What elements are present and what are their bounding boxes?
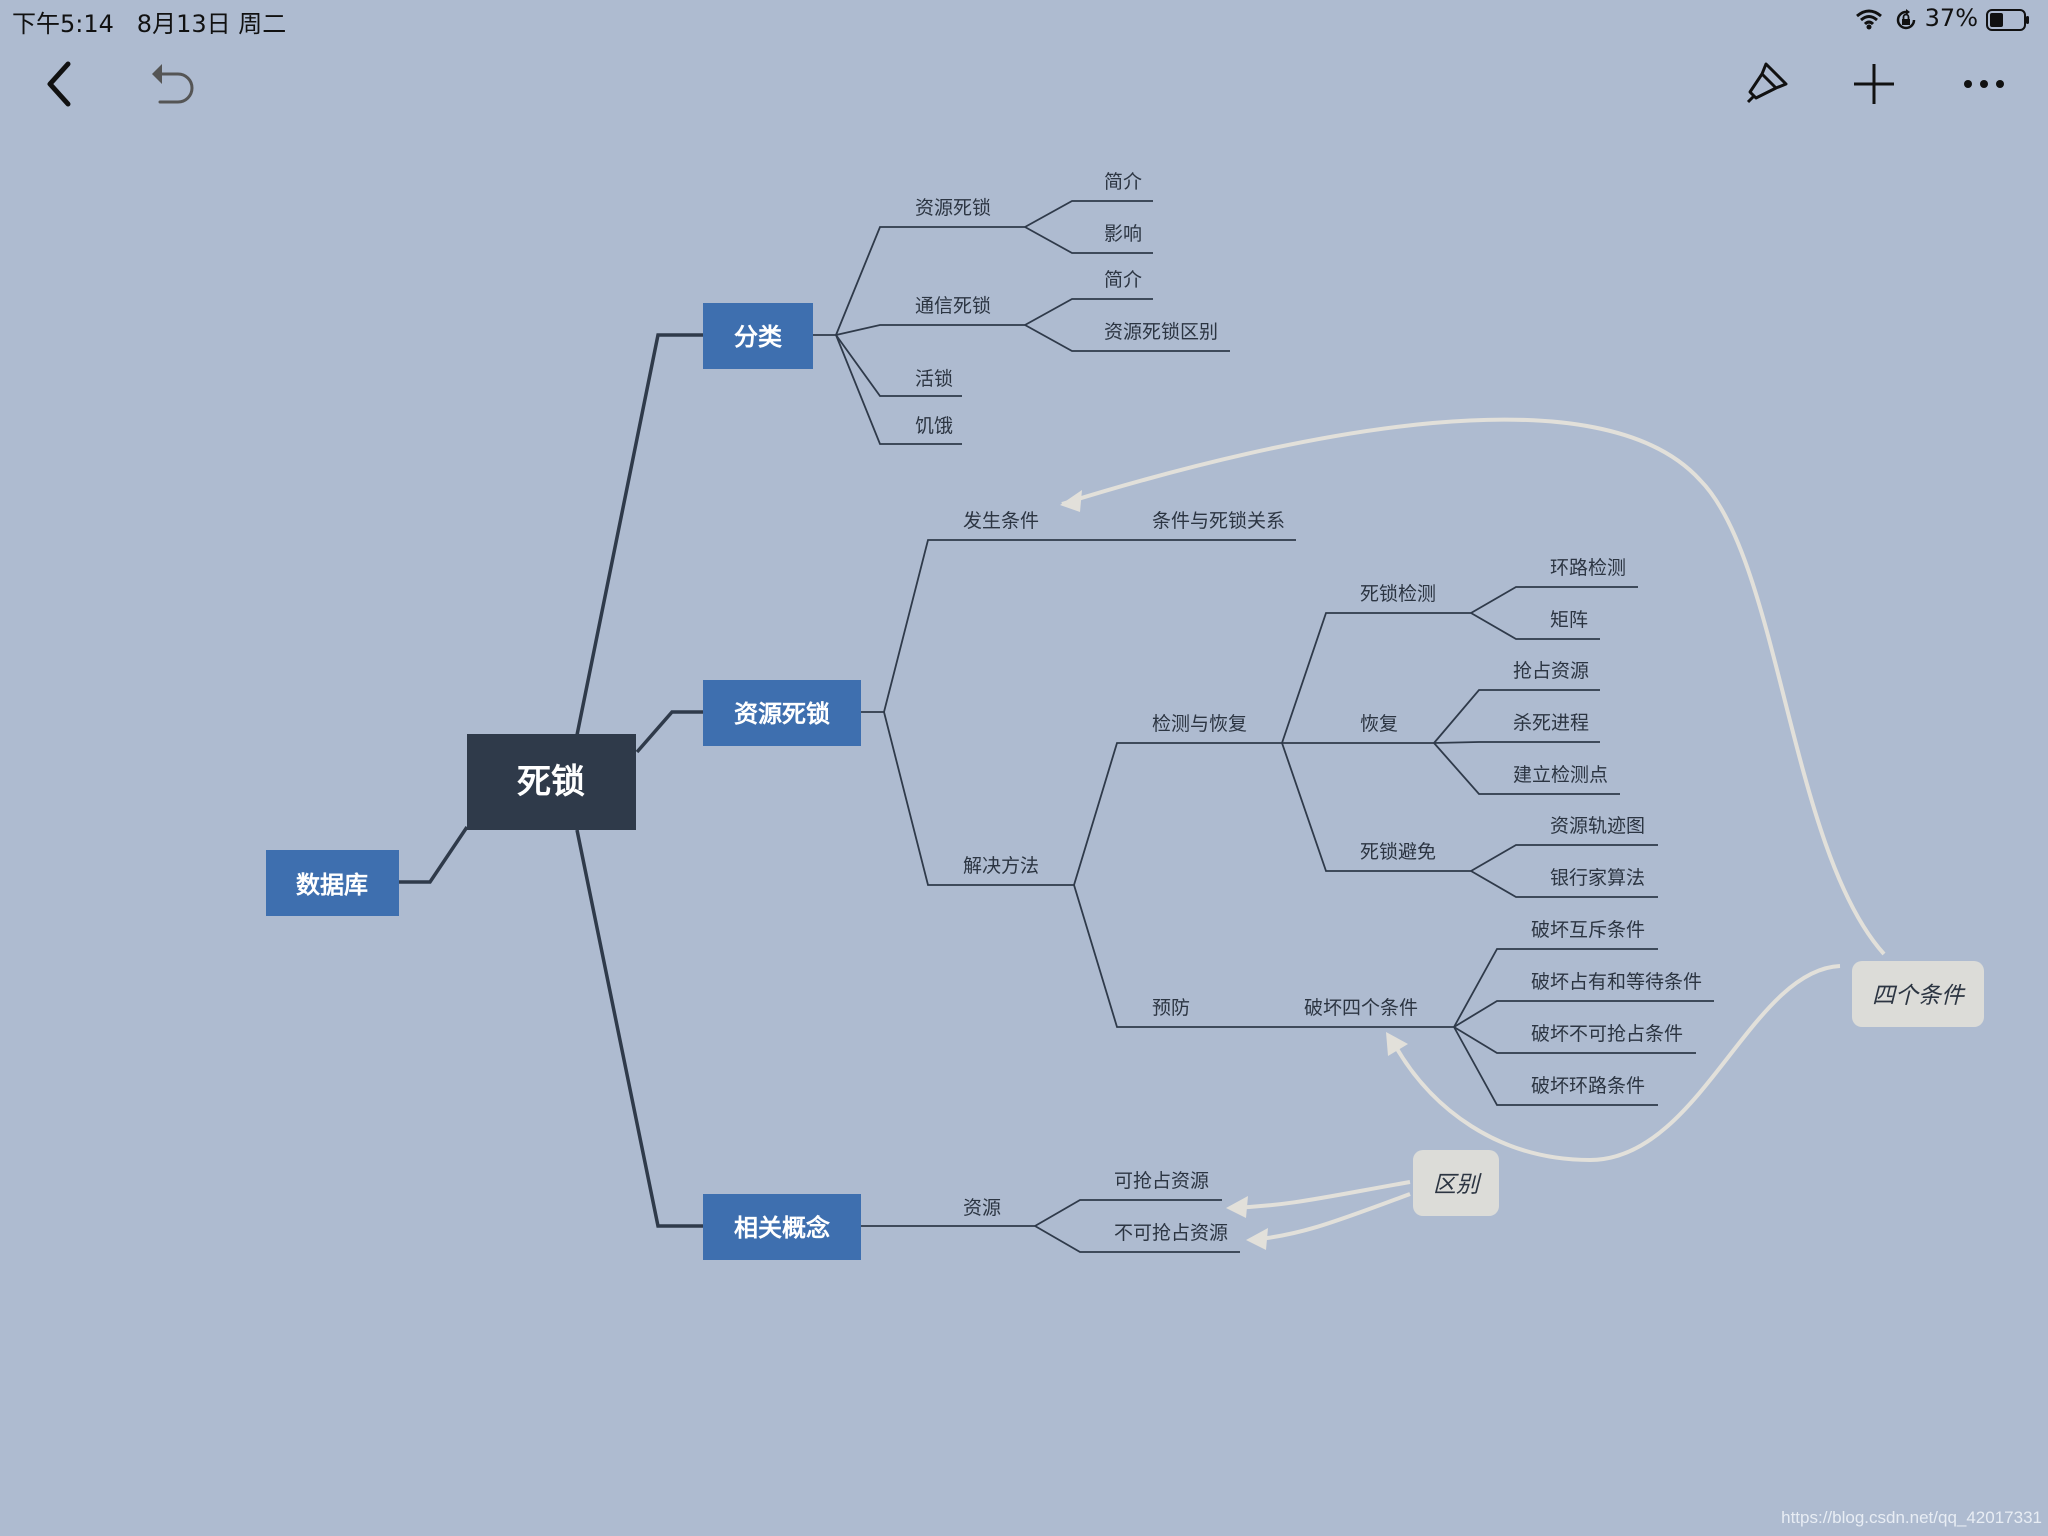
- undo-icon: [152, 64, 194, 104]
- topic-kill-process[interactable]: 杀死进程: [1513, 712, 1589, 734]
- topic-bankers-algorithm[interactable]: 银行家算法: [1550, 867, 1645, 889]
- callout-four-conditions-label: 四个条件: [1872, 983, 1966, 1009]
- topic-matrix[interactable]: 矩阵: [1550, 609, 1588, 631]
- brush-icon: [1746, 62, 1788, 104]
- topic-conditions-relation[interactable]: 条件与死锁关系: [1152, 510, 1285, 532]
- topic-recovery[interactable]: 恢复: [1360, 713, 1398, 735]
- back-button[interactable]: [40, 60, 80, 110]
- topic-break-mutual-exclusion[interactable]: 破坏互斥条件: [1531, 919, 1645, 941]
- add-button[interactable]: [1852, 62, 1896, 106]
- ellipsis-icon: [1964, 80, 2004, 88]
- left-topic-box[interactable]: [266, 850, 399, 916]
- topic-prevention[interactable]: 预防: [1152, 997, 1190, 1019]
- status-time: 下午5:14: [12, 10, 114, 38]
- branch-classify-box[interactable]: [703, 303, 813, 369]
- root-topic-label: 死锁: [517, 762, 585, 802]
- topic-intro-1[interactable]: 简介: [1104, 171, 1142, 193]
- root-topic-box[interactable]: [467, 734, 636, 830]
- topic-deadlock-avoidance[interactable]: 死锁避免: [1360, 841, 1436, 863]
- topic-intro-2[interactable]: 简介: [1104, 269, 1142, 291]
- relation-curves: [1061, 417, 1886, 1242]
- more-button[interactable]: [1962, 72, 2006, 96]
- topic-impact[interactable]: 影响: [1104, 223, 1142, 245]
- relation-arrowheads: [1060, 490, 1408, 1250]
- topic-break-circular-wait[interactable]: 破坏环路条件: [1531, 1075, 1645, 1097]
- topic-solutions[interactable]: 解决方法: [963, 855, 1039, 877]
- battery-percent: 37%: [1924, 4, 1978, 32]
- topic-checkpoint[interactable]: 建立检测点: [1513, 764, 1608, 786]
- callout-difference-box[interactable]: [1413, 1150, 1499, 1216]
- topic-cycle-detection[interactable]: 环路检测: [1550, 557, 1626, 579]
- topic-break-no-preemption[interactable]: 破坏不可抢占条件: [1531, 1023, 1683, 1045]
- topic-conditions[interactable]: 发生条件: [963, 510, 1039, 532]
- topic-non-preemptable-resource[interactable]: 不可抢占资源: [1114, 1222, 1228, 1244]
- branch-resource-deadlock-label: 资源死锁: [734, 700, 830, 728]
- branch-related-concepts-label: 相关概念: [734, 1214, 830, 1242]
- topic-break-hold-and-wait[interactable]: 破坏占有和等待条件: [1531, 971, 1702, 993]
- branch-related-concepts-box[interactable]: [703, 1194, 861, 1260]
- root-connectors: [398, 333, 703, 1228]
- status-bar: 下午5:14 8月13日 周二 37%: [0, 0, 2048, 40]
- left-topic-label: 数据库: [296, 871, 368, 899]
- topic-preempt-resource[interactable]: 抢占资源: [1513, 660, 1589, 682]
- battery-icon: [1986, 9, 2029, 31]
- chevron-left-icon: [47, 61, 71, 107]
- topic-communication-deadlock[interactable]: 通信死锁: [915, 295, 991, 317]
- branch-classify-label: 分类: [734, 323, 783, 351]
- topic-resource-deadlock[interactable]: 资源死锁: [915, 197, 991, 219]
- branch-resource-deadlock-box[interactable]: [703, 680, 861, 746]
- topic-preemptable-resource[interactable]: 可抢占资源: [1114, 1170, 1209, 1192]
- style-button[interactable]: [1742, 58, 1792, 108]
- topic-detect-recover[interactable]: 检测与恢复: [1152, 713, 1247, 735]
- watermark: https://blog.csdn.net/qq_42017331: [1781, 1508, 2042, 1527]
- topic-resource[interactable]: 资源: [963, 1197, 1001, 1219]
- callout-difference-label: 区别: [1433, 1172, 1482, 1198]
- callout-four-conditions-box[interactable]: [1852, 961, 1984, 1027]
- topic-livelock[interactable]: 活锁: [915, 368, 953, 390]
- status-date: 8月13日 周二: [136, 10, 287, 38]
- topic-resource-trajectory[interactable]: 资源轨迹图: [1550, 815, 1645, 837]
- sub-connectors: [812, 200, 1714, 1253]
- plus-icon: [1854, 64, 1894, 104]
- topic-starvation[interactable]: 饥饿: [915, 415, 953, 437]
- undo-button[interactable]: [148, 60, 198, 106]
- topic-deadlock-detection[interactable]: 死锁检测: [1360, 583, 1436, 605]
- rotation-lock-icon: [1896, 9, 1916, 30]
- topic-difference-from-resource-deadlock[interactable]: 资源死锁区别: [1104, 321, 1218, 343]
- wifi-icon: [1856, 9, 1882, 30]
- topic-break-four-conditions[interactable]: 破坏四个条件: [1304, 997, 1418, 1019]
